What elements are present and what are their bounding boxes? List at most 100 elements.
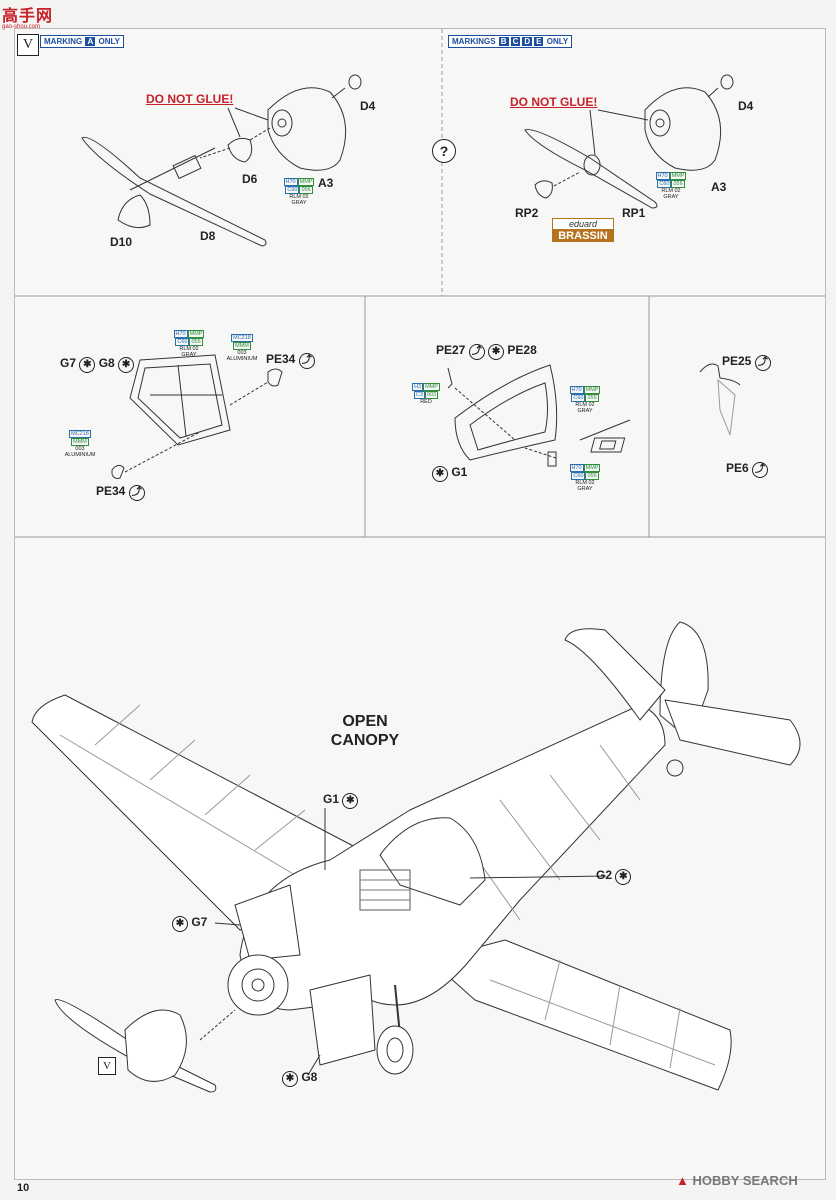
question-text: ? [439,143,449,159]
part-d6-label: D6 [242,172,258,186]
marking-b-key-2: C [510,37,521,46]
main-part-g8-label: G8 [301,1070,318,1084]
star-icon: ✱ [432,466,448,482]
step-marker: V [17,34,39,56]
main-part-g1-label: G1 [323,792,340,806]
part-d8-label: D8 [200,229,216,243]
bend-icon: ⤴ [128,485,145,501]
part-a3-label: A3 [318,176,334,190]
part-pe27-label: PE27 [436,343,466,357]
part-pe34-bottom: PE34 ⤴ [96,484,145,501]
paint-name-c2: ALUMINIUM [226,356,258,362]
marking-b-key-4: E [534,37,544,46]
main-title: OPEN CANOPY [320,712,410,750]
panel-a-warning: DO NOT GLUE! [146,92,234,106]
panel-c-paint-b: MC218 MMM 003 ALUMINIUM [222,334,262,362]
corner-logo: 高手网 gao-shou.com [2,2,72,30]
paint-name1: RLM 02 [289,194,309,200]
star-icon: ✱ [118,357,135,373]
paint-name-c3: ALUMINIUM [64,452,96,458]
paint-name2-c: GRAY [181,352,197,358]
bend-icon: ⤴ [468,344,485,360]
corner-logo-text: 高手网 [2,8,54,25]
panel-c-paint-c: MC218 MMM 003 ALUMINIUM [60,430,100,458]
hobby-search-icon: ▲ [676,1173,689,1188]
main-title-line1: OPEN [342,713,388,730]
marking-a-key: A [85,37,96,46]
marking-b-suffix: ONLY [546,37,569,46]
marking-b-key-3: D [522,37,533,46]
panel-b-warning: DO NOT GLUE! [510,95,598,109]
hobby-search-watermark: ▲ HOBBY SEARCH [676,1173,798,1188]
main-part-g1: G1 ✱ [323,792,359,809]
part-pe34-top: PE34 ⤴ [266,352,315,369]
part-pe6-label: PE6 [726,461,749,475]
part-pe25-label: PE25 [722,354,752,368]
main-part-g7: ✱ G7 [172,915,207,932]
star-icon: ✱ [615,869,632,885]
corner-logo-url: gao-shou.com [2,24,41,30]
paint-name2-d2: GRAY [577,486,593,492]
main-part-g7-label: G7 [191,915,208,929]
paint-name1-c: RLM 02 [179,346,199,352]
main-part-g8: ✱ G8 [282,1070,317,1087]
paint-code-c3: 003 [75,446,85,452]
paint-name-red: RED [420,399,432,405]
star-icon: ✱ [282,1071,298,1087]
marking-a-badge: MARKING A ONLY [40,35,124,48]
marking-b-prefix: MARKINGS [452,37,496,46]
star-icon: ✱ [488,344,505,360]
part-pe34-top-label: PE34 [266,352,296,366]
marking-a-prefix: MARKING [44,37,83,46]
part-a3-label-b: A3 [711,180,727,194]
star-icon: ✱ [172,916,188,932]
brassin-top: eduard [552,218,614,230]
paint-code-c2: 003 [237,350,247,356]
part-rp2-label: RP2 [515,206,539,220]
question-icon: ? [432,139,456,163]
star-icon: ✱ [342,793,359,809]
part-d4-label-b: D4 [738,99,754,113]
part-pe34-bottom-label: PE34 [96,484,126,498]
paint-name2-b: GRAY [663,194,679,200]
main-part-g2: G2 ✱ [596,868,632,885]
part-pe6: PE6 ⤴ [726,461,769,478]
main-part-g2-label: G2 [596,868,613,882]
bend-icon: ⤴ [298,353,315,369]
paint-name1-b: RLM 02 [661,188,681,194]
main-step-ref: V [98,1057,116,1075]
page-number: 10 [17,1182,30,1194]
brassin-bottom: BRASSIN [552,230,614,242]
paint-name2: GRAY [291,200,307,206]
part-rp1-label: RP1 [622,206,646,220]
marking-a-suffix: ONLY [98,37,120,46]
part-d4-label: D4 [360,99,376,113]
parts-pe27-pe28: PE27 ⤴ ✱ PE28 [436,343,537,360]
part-pe28-label: PE28 [507,343,537,357]
marking-b-key-1: B [498,37,509,46]
part-g7-label: G7 [60,356,77,370]
star-icon: ✱ [79,357,96,373]
part-g8-label: G8 [98,356,115,370]
part-g1: ✱ G1 [432,465,467,482]
bend-icon: ⤴ [752,462,769,478]
paint-name1-d: RLM 02 [575,402,595,408]
main-title-line2: CANOPY [330,732,400,749]
paint-name1-d2: RLM 02 [575,480,595,486]
part-g1-label: G1 [451,465,468,479]
paint-name2-d: GRAY [577,408,593,414]
brassin-badge: eduard BRASSIN [552,218,614,242]
bend-icon: ⤴ [754,355,771,371]
